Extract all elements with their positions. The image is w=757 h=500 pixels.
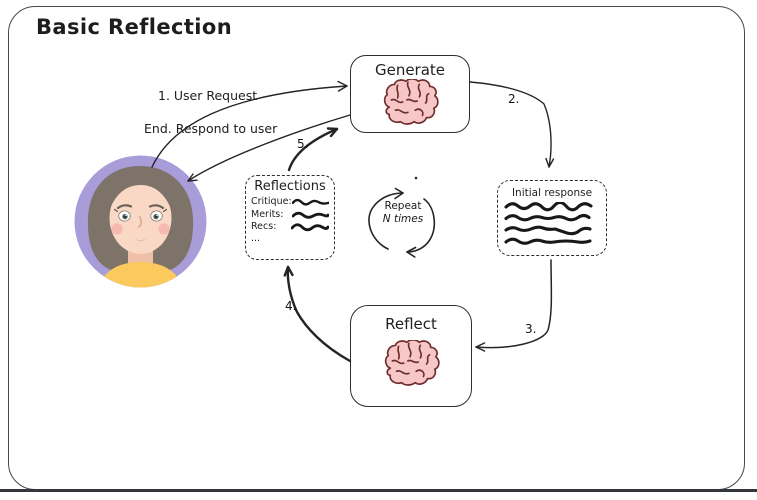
repeat-loop-line1: Repeat bbox=[384, 200, 422, 212]
brain-icon bbox=[384, 340, 440, 386]
brain-icon bbox=[383, 79, 439, 125]
node-reflections[interactable]: Reflections Critique: Merits: Recs: bbox=[245, 175, 335, 260]
arrow-label-step4: 4. bbox=[285, 299, 297, 313]
text-scribble bbox=[292, 211, 329, 219]
node-reflect-label: Reflect bbox=[385, 315, 437, 333]
reflections-row: Merits: bbox=[251, 209, 329, 222]
repeat-loop-label: Repeat N times bbox=[366, 200, 440, 225]
node-reflect[interactable]: Reflect bbox=[350, 305, 472, 407]
arrow-label-user-request: 1. User Request bbox=[158, 88, 258, 103]
repeat-loop-line2: N times bbox=[382, 212, 424, 225]
reflections-row-label: Recs: bbox=[251, 221, 277, 233]
avatar-illustration bbox=[87, 166, 194, 288]
reflections-row-label: ... bbox=[251, 233, 261, 244]
arrow-label-step3: 3. bbox=[525, 322, 537, 336]
arrow-label-respond: End. Respond to user bbox=[144, 121, 278, 136]
node-reflections-label: Reflections bbox=[254, 179, 326, 194]
arrow-label-step2: 2. bbox=[508, 92, 520, 106]
node-initial-response[interactable]: Initial response bbox=[497, 180, 607, 256]
text-scribble bbox=[291, 223, 329, 232]
reflections-row-label: Critique: bbox=[251, 196, 292, 208]
node-generate[interactable]: Generate bbox=[350, 55, 470, 133]
node-initial-response-label: Initial response bbox=[511, 187, 593, 199]
canvas-bottom-edge bbox=[0, 489, 757, 492]
diagram-title: Basic Reflection bbox=[36, 15, 233, 39]
user-avatar[interactable] bbox=[73, 154, 208, 289]
reflections-rows: Critique: Merits: Recs: ... bbox=[246, 194, 334, 245]
arrow-label-step5: 5. bbox=[297, 137, 309, 151]
reflections-row: Critique: bbox=[251, 196, 329, 209]
text-scribble-lines bbox=[504, 202, 593, 245]
reflections-row: Recs: bbox=[251, 221, 329, 234]
node-generate-label: Generate bbox=[374, 61, 446, 79]
text-scribble bbox=[291, 199, 329, 206]
reflections-row: ... bbox=[251, 234, 329, 245]
reflections-row-label: Merits: bbox=[251, 208, 284, 220]
